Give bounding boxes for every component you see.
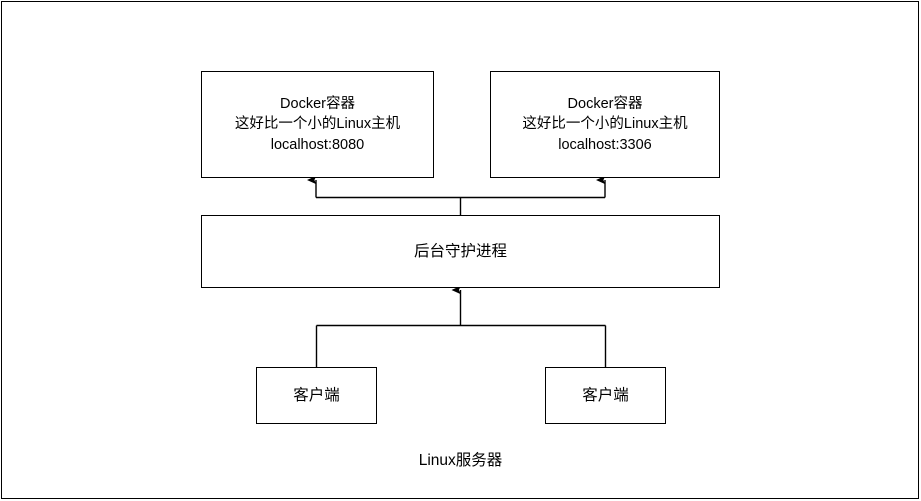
client-node-1[interactable]: 客户端 <box>256 367 377 424</box>
container-1-description: 这好比一个小的Linux主机 <box>234 116 401 133</box>
docker-container-2[interactable]: Docker容器 这好比一个小的Linux主机 localhost:3306 <box>490 71 720 178</box>
client-2-label: 客户端 <box>582 386 629 404</box>
container-1-title: Docker容器 <box>280 95 355 112</box>
docker-container-1[interactable]: Docker容器 这好比一个小的Linux主机 localhost:8080 <box>201 71 434 178</box>
client-node-2[interactable]: 客户端 <box>545 367 666 424</box>
container-2-title: Docker容器 <box>567 95 643 112</box>
client-1-label: 客户端 <box>293 386 340 404</box>
daemon-label: 后台守护进程 <box>413 242 507 260</box>
docker-daemon-node[interactable]: 后台守护进程 <box>201 215 720 288</box>
container-1-address: localhost:8080 <box>270 136 365 153</box>
container-2-address: localhost:3306 <box>558 136 652 153</box>
linux-server-caption: Linux服务器 <box>418 452 503 469</box>
container-2-description: 这好比一个小的Linux主机 <box>522 116 688 133</box>
